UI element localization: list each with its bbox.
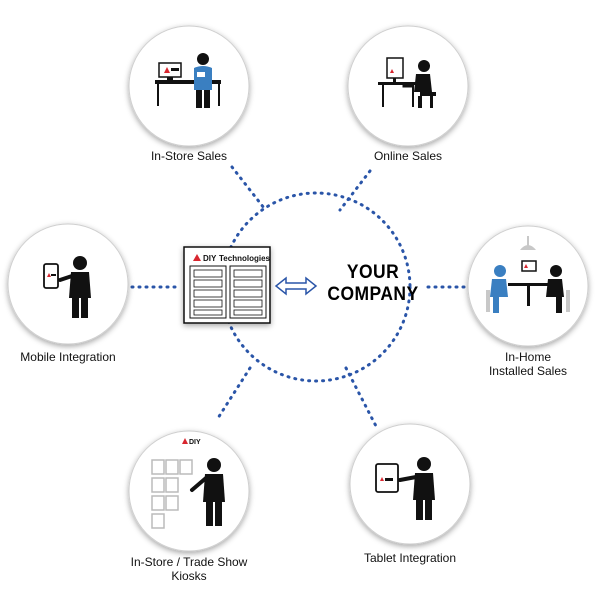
company-title-line1: YOUR bbox=[346, 262, 400, 283]
kiosk-diy-badge: DIY bbox=[189, 439, 201, 446]
connector-kiosks bbox=[216, 366, 252, 420]
connector-in-store bbox=[230, 165, 266, 210]
tablet-person-icon bbox=[375, 457, 435, 520]
circle-mobile bbox=[7, 223, 129, 345]
label-kiosks-line1: In-Store / Trade Show bbox=[130, 555, 248, 569]
desk-computer-icon bbox=[378, 57, 436, 108]
label-in-home-line2: Installed Sales bbox=[488, 364, 568, 378]
panel-logo-suffix: Technologies bbox=[219, 254, 271, 263]
label-kiosks-line2: Kiosks bbox=[171, 569, 207, 583]
circle-in-store bbox=[128, 25, 250, 147]
company-title: YOUR COMPANY bbox=[322, 262, 423, 306]
circle-tablet bbox=[349, 423, 471, 545]
double-arrow-icon bbox=[274, 276, 318, 296]
connectors bbox=[130, 165, 470, 432]
panel-logo-brand: DIY bbox=[203, 254, 217, 263]
label-in-store-sales: In-Store Sales bbox=[150, 149, 228, 163]
table-meeting-icon bbox=[486, 236, 570, 313]
label-kiosks: In-Store / Trade Show Kiosks bbox=[124, 555, 254, 583]
phone-person-icon bbox=[43, 256, 91, 318]
connector-online bbox=[338, 169, 372, 212]
counter-sales-icon bbox=[155, 53, 221, 108]
label-online-sales: Online Sales bbox=[373, 149, 443, 163]
connector-tablet bbox=[344, 366, 380, 432]
kiosk-icon: DIY bbox=[151, 438, 225, 529]
label-mobile-integration: Mobile Integration bbox=[20, 350, 116, 364]
company-title-line2: COMPANY bbox=[327, 284, 419, 305]
label-in-home-installed-sales: In-Home Installed Sales bbox=[478, 350, 578, 378]
node-circles bbox=[7, 25, 589, 552]
label-tablet-integration: Tablet Integration bbox=[363, 551, 457, 565]
label-in-home-line1: In-Home bbox=[504, 350, 551, 364]
circle-kiosks bbox=[128, 430, 250, 552]
diy-server-panel: DIY Technologies bbox=[183, 246, 271, 324]
